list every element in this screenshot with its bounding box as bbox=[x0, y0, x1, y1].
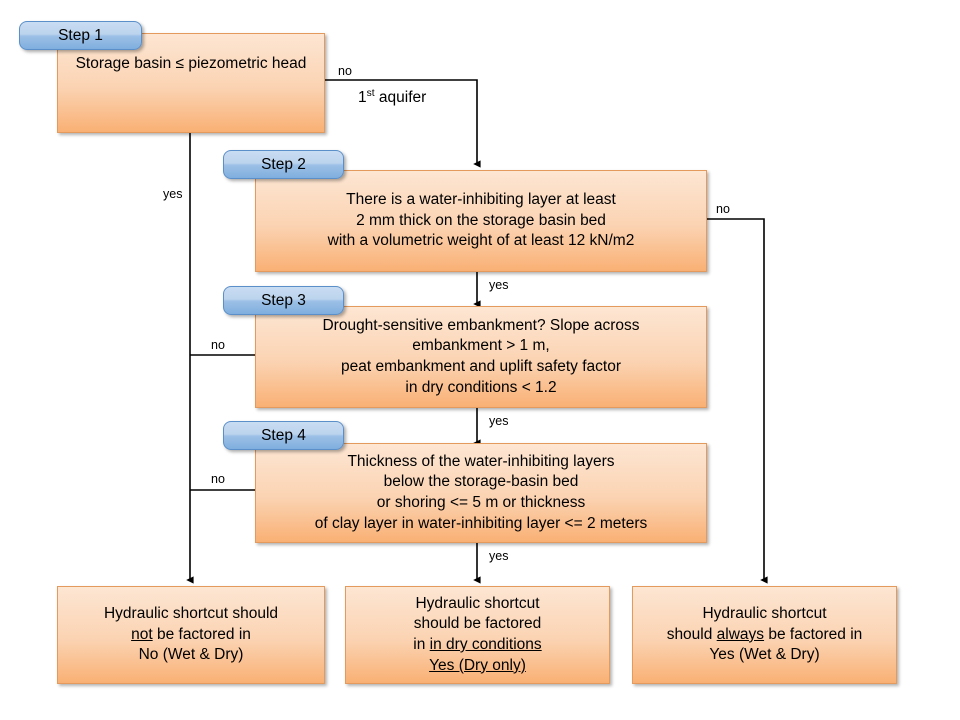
step-4-tab-label: Step 4 bbox=[261, 426, 306, 444]
edge-label-step4-no: no bbox=[211, 472, 225, 486]
step-1-tab[interactable]: Step 1 bbox=[19, 21, 142, 50]
result-left-line-2-rest: be factored in bbox=[152, 625, 251, 643]
result-center-box[interactable]: Hydraulic shortcut should be factored in… bbox=[345, 586, 610, 684]
result-center-line-3: in in dry conditions bbox=[354, 635, 601, 656]
result-center-line-3-prefix: in bbox=[413, 636, 430, 653]
result-left-line-1: Hydraulic shortcut should bbox=[103, 605, 279, 623]
result-center-text: Hydraulic shortcut should be factored in… bbox=[354, 594, 601, 676]
result-right-text: Hydraulic shortcut should always be fact… bbox=[641, 604, 888, 666]
step-2-line-1: There is a water-inhibiting layer at lea… bbox=[346, 191, 616, 209]
step-3-box[interactable]: Drought-sensitive embankment? Slope acro… bbox=[255, 306, 707, 408]
step-4-line-1: Thickness of the water-inhibiting layers bbox=[347, 452, 615, 470]
step-3-line-2: embankment > 1 m, bbox=[412, 337, 550, 355]
result-right-line-1: Hydraulic shortcut bbox=[702, 605, 827, 623]
edge-label-step1-aquifer: 1st aquifer bbox=[358, 88, 426, 107]
result-left-line-3: No (Wet & Dry) bbox=[138, 646, 244, 664]
result-right-line-3: Yes (Wet & Dry) bbox=[709, 646, 820, 664]
edge-label-step1-no: no bbox=[338, 64, 352, 78]
step-1-tab-label: Step 1 bbox=[58, 26, 103, 44]
edge-label-step3-yes: yes bbox=[489, 414, 509, 428]
result-center-line-2: should be factored bbox=[413, 615, 542, 633]
result-right-line-2-prefix: should bbox=[666, 625, 717, 643]
edge-label-step2-no: no bbox=[716, 202, 730, 216]
result-center-line-4: Yes (Dry only) bbox=[429, 656, 526, 674]
aquifer-ordinal: 1 bbox=[358, 89, 367, 107]
step-3-tab[interactable]: Step 3 bbox=[223, 286, 344, 315]
step-2-line-3: with a volumetric weight of at least 12 … bbox=[327, 232, 635, 250]
edge-step1-no bbox=[325, 79, 481, 168]
result-left-line-2: not be factored in bbox=[66, 625, 316, 646]
edge-label-step3-no: no bbox=[211, 338, 225, 352]
step-1-text: Storage basin ≤ piezometric head bbox=[66, 54, 316, 75]
step-2-line-2: 2 mm thick on the storage basin bed bbox=[356, 211, 606, 229]
step-3-line-3: peat embankment and uplift safety factor bbox=[340, 358, 622, 375]
step-3-tab-label: Step 3 bbox=[261, 291, 306, 309]
step-4-box[interactable]: Thickness of the water-inhibiting layers… bbox=[255, 443, 707, 543]
step-3-line-1: Drought-sensitive embankment? Slope acro… bbox=[322, 316, 640, 334]
result-left-underlined: not bbox=[131, 625, 153, 643]
result-right-box[interactable]: Hydraulic shortcut should always be fact… bbox=[632, 586, 897, 684]
step-3-line-4: in dry conditions < 1.2 bbox=[405, 378, 557, 396]
step-4-text: Thickness of the water-inhibiting layers… bbox=[264, 452, 698, 534]
edge-label-step2-yes: yes bbox=[489, 278, 509, 292]
step-1-line-1: Storage basin ≤ piezometric head bbox=[75, 55, 307, 72]
step-4-line-4: of clay layer in water-inhibiting layer … bbox=[314, 514, 648, 532]
result-right-line-2-underlined: always bbox=[716, 625, 765, 643]
result-center-line-3-underlined: in dry conditions bbox=[429, 636, 542, 653]
result-right-line-2-suffix: be factored in bbox=[764, 625, 863, 643]
result-center-line-1: Hydraulic shortcut bbox=[415, 594, 540, 612]
result-left-text: Hydraulic shortcut should not be factore… bbox=[66, 604, 316, 666]
step-2-text: There is a water-inhibiting layer at lea… bbox=[264, 190, 698, 252]
step-2-box[interactable]: There is a water-inhibiting layer at lea… bbox=[255, 170, 707, 272]
step-4-line-3: or shoring <= 5 m or thickness bbox=[376, 494, 586, 511]
edge-label-step4-yes: yes bbox=[489, 549, 509, 563]
edge-label-step1-yes: yes bbox=[163, 187, 183, 201]
step-1-box[interactable]: Storage basin ≤ piezometric head bbox=[57, 33, 325, 133]
step-2-tab[interactable]: Step 2 bbox=[223, 150, 344, 179]
step-3-text: Drought-sensitive embankment? Slope acro… bbox=[264, 316, 698, 398]
aquifer-word: aquifer bbox=[374, 89, 427, 107]
step-4-line-2: below the storage-basin bed bbox=[383, 473, 579, 491]
edge-step2-no bbox=[707, 218, 768, 584]
aquifer-ordinal-suffix: st bbox=[366, 88, 375, 99]
result-left-box[interactable]: Hydraulic shortcut should not be factore… bbox=[57, 586, 325, 684]
result-right-line-2: should always be factored in bbox=[641, 625, 888, 646]
step-2-tab-label: Step 2 bbox=[261, 155, 306, 173]
step-4-tab[interactable]: Step 4 bbox=[223, 421, 344, 450]
